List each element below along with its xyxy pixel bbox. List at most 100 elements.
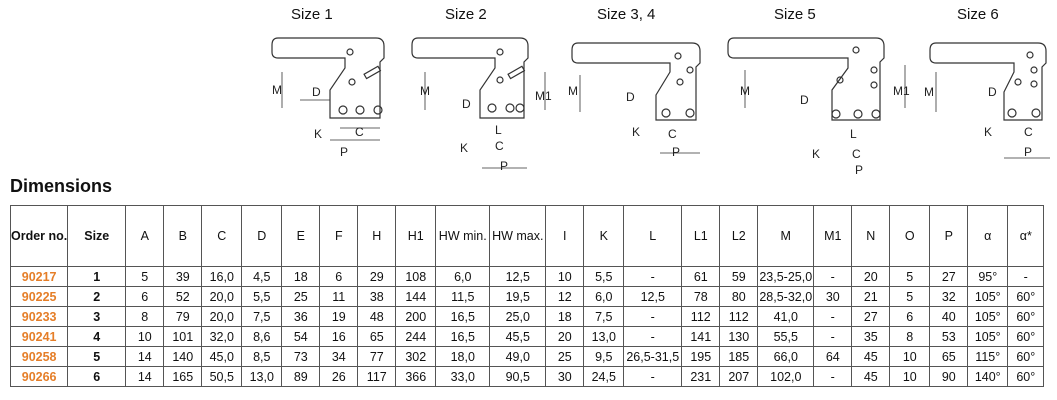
table-cell: 90: [929, 366, 969, 387]
table-cell: 366: [395, 366, 437, 387]
table-cell: 5,5: [583, 266, 625, 287]
dim-k-label: K: [632, 125, 640, 139]
table-cell: 108: [395, 266, 437, 287]
table-cell: -: [623, 306, 683, 327]
table-cell: 16,5: [435, 306, 491, 327]
dim-d-label: D: [626, 90, 635, 104]
table-cell: 18,0: [435, 346, 491, 367]
dim-c-label: C: [1024, 125, 1033, 139]
table-cell: 302: [395, 346, 437, 367]
table-cell: 7,5: [241, 306, 283, 327]
table-cell: 12,5: [489, 266, 547, 287]
table-cell: 6: [319, 266, 359, 287]
table-cell: 30: [813, 286, 853, 307]
table-cell: 13,0: [241, 366, 283, 387]
table-cell: 5,5: [241, 286, 283, 307]
column-header: E: [281, 205, 321, 267]
table-cell: 24,5: [583, 366, 625, 387]
table-cell: 200: [395, 306, 437, 327]
column-header: A: [125, 205, 165, 267]
table-cell: 38: [357, 286, 397, 307]
table-cell: 13,0: [583, 326, 625, 347]
table-cell: 19: [319, 306, 359, 327]
table-cell: 140: [163, 346, 203, 367]
table-cell: 29: [357, 266, 397, 287]
dim-k-label: K: [984, 125, 992, 139]
table-cell: 185: [719, 346, 759, 367]
table-cell: 10: [889, 366, 931, 387]
size-cell: 4: [67, 326, 127, 347]
table-cell: 105°: [967, 326, 1009, 347]
table-cell: -: [813, 366, 853, 387]
table-cell: -: [813, 306, 853, 327]
clamp-drawing-size-1: M D K C P: [271, 37, 385, 159]
table-cell: 59: [719, 266, 759, 287]
table-cell: 12,5: [623, 286, 683, 307]
table-cell: 28,5-32,0: [757, 286, 815, 307]
section-title: Dimensions: [10, 176, 113, 196]
table-cell: 25: [281, 286, 321, 307]
size-6-label: Size 6: [957, 6, 999, 23]
table-cell: 140°: [967, 366, 1009, 387]
size-1-label: Size 1: [291, 6, 333, 23]
column-header: L1: [681, 205, 721, 267]
column-header: P: [929, 205, 969, 267]
table-cell: 26: [319, 366, 359, 387]
column-header: B: [163, 205, 203, 267]
table-cell: 20,0: [201, 306, 243, 327]
table-cell: 60°: [1007, 286, 1045, 307]
size-2-label: Size 2: [445, 6, 487, 23]
table-cell: 8: [125, 306, 165, 327]
table-cell: 11,5: [435, 286, 491, 307]
table-cell: 41,0: [757, 306, 815, 327]
clamp-drawing-size-5: M M1 D L K C P: [727, 37, 910, 176]
dim-m1-label: M1: [893, 84, 910, 98]
size-cell: 3: [67, 306, 127, 327]
table-cell: 27: [929, 266, 969, 287]
table-cell: 61: [681, 266, 721, 287]
dim-k-label: K: [812, 147, 820, 161]
table-cell: 6,0: [435, 266, 491, 287]
table-cell: 4,5: [241, 266, 283, 287]
table-cell: 55,5: [757, 326, 815, 347]
table-cell: 45: [851, 366, 891, 387]
table-cell: 66,0: [757, 346, 815, 367]
table-cell: 89: [281, 366, 321, 387]
table-cell: 60°: [1007, 306, 1045, 327]
table-cell: 65: [929, 346, 969, 367]
table-cell: 52: [163, 286, 203, 307]
dim-d-label: D: [800, 93, 809, 107]
table-cell: 115°: [967, 346, 1009, 367]
table-cell: -: [623, 326, 683, 347]
table-cell: 50,5: [201, 366, 243, 387]
table-cell: 54: [281, 326, 321, 347]
table-cell: 45,0: [201, 346, 243, 367]
dim-l-label: L: [850, 127, 857, 141]
table-cell: 65: [357, 326, 397, 347]
table-cell: 16: [319, 326, 359, 347]
table-cell: 6,0: [583, 286, 625, 307]
table-cell: 117: [357, 366, 397, 387]
dim-p-label: P: [855, 163, 863, 176]
table-cell: 16,0: [201, 266, 243, 287]
table-cell: 10: [545, 266, 585, 287]
dim-k-label: K: [460, 141, 468, 155]
table-cell: 45: [851, 346, 891, 367]
column-header: α: [967, 205, 1009, 267]
table-cell: 27: [851, 306, 891, 327]
table-cell: 14: [125, 366, 165, 387]
table-cell: 18: [281, 266, 321, 287]
dim-c-label: C: [355, 125, 364, 139]
dim-m1-label: M1: [535, 89, 552, 103]
table-cell: 10: [889, 346, 931, 367]
dim-d-label: D: [462, 97, 471, 111]
order-number-cell: 90258: [9, 346, 69, 367]
table-cell: 78: [681, 286, 721, 307]
table-cell: 105°: [967, 286, 1009, 307]
table-cell: 60°: [1007, 326, 1045, 347]
table-cell: 10: [125, 326, 165, 347]
table-cell: 112: [719, 306, 759, 327]
table-cell: 80: [719, 286, 759, 307]
